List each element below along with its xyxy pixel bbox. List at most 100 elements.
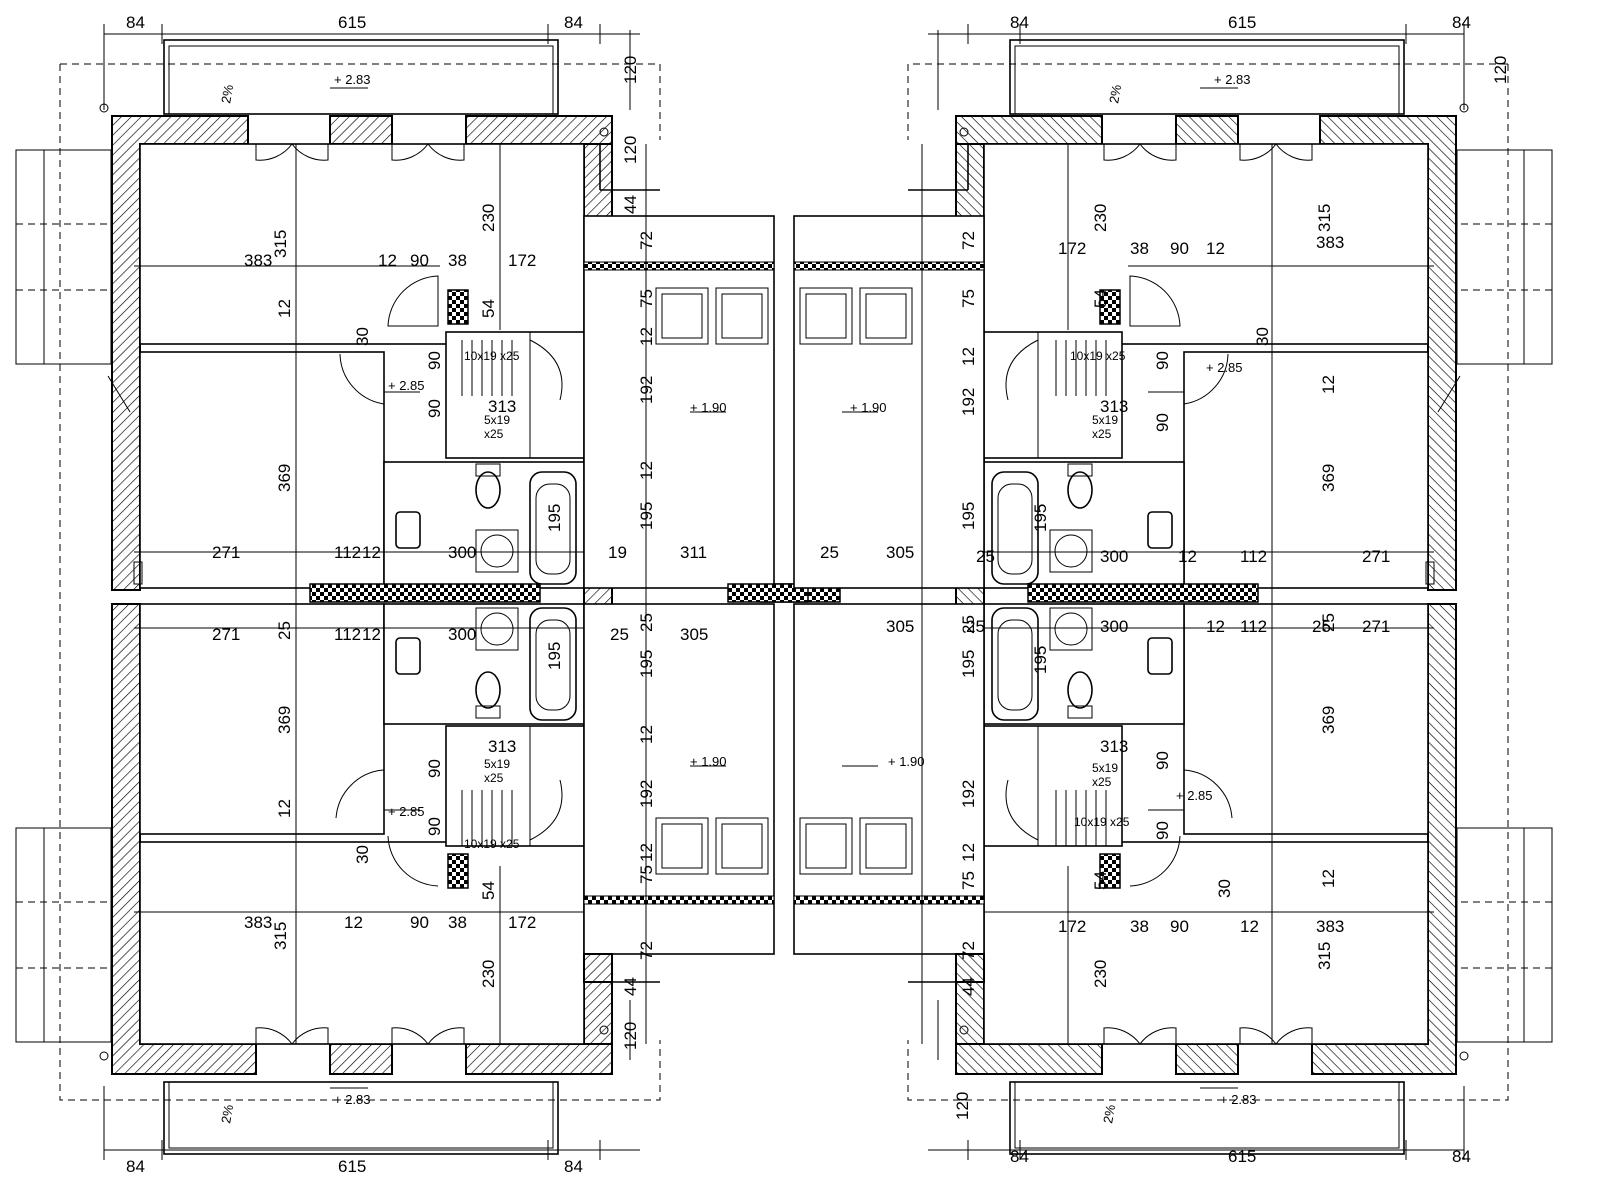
dimension-labels-left: 84 615 84 84 615 84 383 383 271 271 112 … <box>126 13 914 1176</box>
dim-r-112-b: 112 <box>1240 617 1267 636</box>
level-marks: + 2.83 + 2.83 + 2.83 + 2.83 + 2.85 + 2.8… <box>218 72 1256 1125</box>
stair-labels: 313 313 313 313 10x19 x25 10x19 x25 10x1… <box>464 349 1130 851</box>
right-wing <box>727 23 1553 1161</box>
dim-r-271-b: 271 <box>1362 617 1390 636</box>
dim-25-r-v: 25 <box>1319 613 1338 632</box>
dim-369-r-b: 369 <box>1319 706 1338 734</box>
dim-90-r-d: 90 <box>1153 821 1172 840</box>
dim-230-r-b: 230 <box>1091 960 1110 988</box>
dim-12-r-v-b: 12 <box>1319 869 1338 888</box>
dim-315-r-b: 315 <box>1315 942 1334 970</box>
slope-tl: 2% <box>218 83 236 105</box>
dim-54-r-a: 54 <box>1091 289 1110 308</box>
slope-bl: 2% <box>218 1103 236 1125</box>
dim-12-c: 12 <box>362 543 381 562</box>
slope-tr: 2% <box>1106 83 1124 105</box>
dim-room-271-b: 271 <box>212 625 240 644</box>
dim-72-b: 72 <box>637 941 656 960</box>
dim-r-112-a: 112 <box>1240 547 1267 566</box>
dim-r-25-c: 25 <box>1312 617 1331 636</box>
level-garage-l1: + 1.90 <box>690 400 727 415</box>
stair-flight-r2: 10x19 x25 <box>1074 815 1130 829</box>
dim-12-g-c: 12 <box>637 461 656 480</box>
dim-garage-311: 311 <box>680 543 707 562</box>
dim-90-v-a: 90 <box>425 351 444 370</box>
dim-r-25-b: 25 <box>966 617 985 636</box>
dim-top-84-b: 84 <box>564 13 583 32</box>
stair-flight-r1: 10x19 x25 <box>1070 349 1126 363</box>
dim-r-12-a: 12 <box>1178 547 1197 566</box>
dim-room-383: 383 <box>244 251 272 270</box>
dim-230-r-a: 230 <box>1091 204 1110 232</box>
dim-120-a: 120 <box>621 56 640 84</box>
dim-r-bottom-84-a: 84 <box>1010 1147 1029 1166</box>
dim-120-c: 120 <box>621 1022 640 1050</box>
dim-bath-300-b: 300 <box>448 625 476 644</box>
dim-r-38-b: 38 <box>1130 917 1149 936</box>
dim-192-r-a: 192 <box>959 388 978 416</box>
dim-12-v-b: 12 <box>275 799 294 818</box>
dim-120-r-b: 120 <box>953 1092 972 1120</box>
stair-small-l2b: x25 <box>484 771 504 785</box>
dim-72-r-a: 72 <box>959 231 978 250</box>
dim-r-top-84-b: 84 <box>1452 13 1471 32</box>
dim-120-b: 120 <box>621 136 640 164</box>
dim-75-r-a: 75 <box>959 289 978 308</box>
dim-r-300-a: 300 <box>1100 547 1128 566</box>
dim-wall-25-c: 25 <box>820 543 839 562</box>
slope-br: 2% <box>1100 1103 1118 1125</box>
dim-25-r-g: 25 <box>959 615 978 634</box>
dim-r-12-c: 12 <box>1206 239 1225 258</box>
dim-bottom-84-b: 84 <box>564 1157 583 1176</box>
dim-r-38-a: 38 <box>1130 239 1149 258</box>
dim-r-top-615: 615 <box>1228 13 1256 32</box>
dim-44-r: 44 <box>959 977 978 996</box>
dim-12-b: 12 <box>344 913 363 932</box>
stair-flight-l1: 10x19 x25 <box>464 349 520 363</box>
dim-195-g-b: 195 <box>637 650 656 678</box>
dim-315-b: 315 <box>271 922 290 950</box>
stair-small-r1a: 5x19 <box>1092 413 1118 427</box>
dim-30-a: 30 <box>353 327 372 346</box>
vertical-dimension-labels-left: 315 315 369 369 12 12 25 230 230 54 54 3… <box>271 56 656 1050</box>
dim-25-g: 25 <box>637 613 656 632</box>
stair-small-r1b: x25 <box>1092 427 1112 441</box>
dim-90-v-d: 90 <box>425 817 444 836</box>
dim-12-g-b: 12 <box>637 843 656 862</box>
dim-r-383-a: 383 <box>1316 233 1344 252</box>
dim-r-12-d: 12 <box>1240 917 1259 936</box>
stair-small-r2a: 5x19 <box>1092 761 1118 775</box>
stair-small-l1a: 5x19 <box>484 413 510 427</box>
dim-bath-112-b: 112 <box>334 625 361 644</box>
dim-wall-25: 25 <box>610 625 629 644</box>
dim-230-b: 230 <box>479 960 498 988</box>
dim-r-300-b: 300 <box>1100 617 1128 636</box>
dim-172-b: 172 <box>508 913 536 932</box>
dim-12-g-a: 12 <box>637 327 656 346</box>
stair-small-l1b: x25 <box>484 427 504 441</box>
dim-top-84-a: 84 <box>126 13 145 32</box>
dim-75-b: 75 <box>637 865 656 884</box>
dim-bath-112: 112 <box>334 543 361 562</box>
level-floor-l2: + 2.85 <box>388 804 425 819</box>
dim-195-bath-b: 195 <box>545 642 564 670</box>
dim-wall-19: 19 <box>608 543 627 562</box>
dim-r-90-a: 90 <box>1170 239 1189 258</box>
dim-12-a: 12 <box>378 251 397 270</box>
level-balcony-tr: + 2.83 <box>1214 72 1251 87</box>
dim-garage-305-d: 305 <box>886 617 914 636</box>
stair-small-r2b: x25 <box>1092 775 1112 789</box>
dim-r-172-a: 172 <box>1058 239 1086 258</box>
dim-r-12-b: 12 <box>1206 617 1225 636</box>
level-balcony-bl: + 2.83 <box>334 1092 371 1107</box>
dim-12-g-d: 12 <box>637 725 656 744</box>
dim-r-top-84-a: 84 <box>1010 13 1029 32</box>
dim-12-v-a: 12 <box>275 299 294 318</box>
dim-75-a: 75 <box>637 289 656 308</box>
dim-r-25-a: 25 <box>976 547 995 566</box>
stair-small-l2a: 5x19 <box>484 757 510 771</box>
dim-72-r-b: 72 <box>959 941 978 960</box>
left-wing <box>15 23 841 1161</box>
dim-195-g-a: 195 <box>637 502 656 530</box>
dim-90-v-b: 90 <box>425 399 444 418</box>
